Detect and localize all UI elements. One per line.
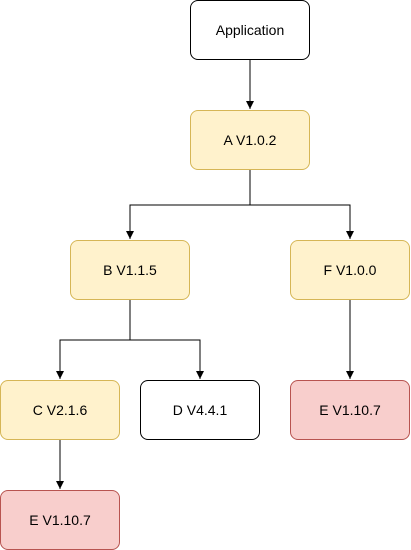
edge-b-to-c [56, 300, 131, 379]
edge-b-to-d [129, 300, 204, 379]
node-c: C V2.1.6 [0, 380, 120, 440]
node-e-under-c: E V1.10.7 [0, 490, 120, 550]
node-b: B V1.1.5 [70, 240, 190, 300]
node-application: Application [190, 0, 310, 60]
edge-a-to-f [249, 170, 354, 239]
node-f: F V1.0.0 [290, 240, 410, 300]
node-a: A V1.0.2 [190, 110, 310, 170]
node-d: D V4.4.1 [140, 380, 260, 440]
edge-a-to-b [126, 170, 251, 239]
node-e-under-f: E V1.10.7 [290, 380, 410, 440]
